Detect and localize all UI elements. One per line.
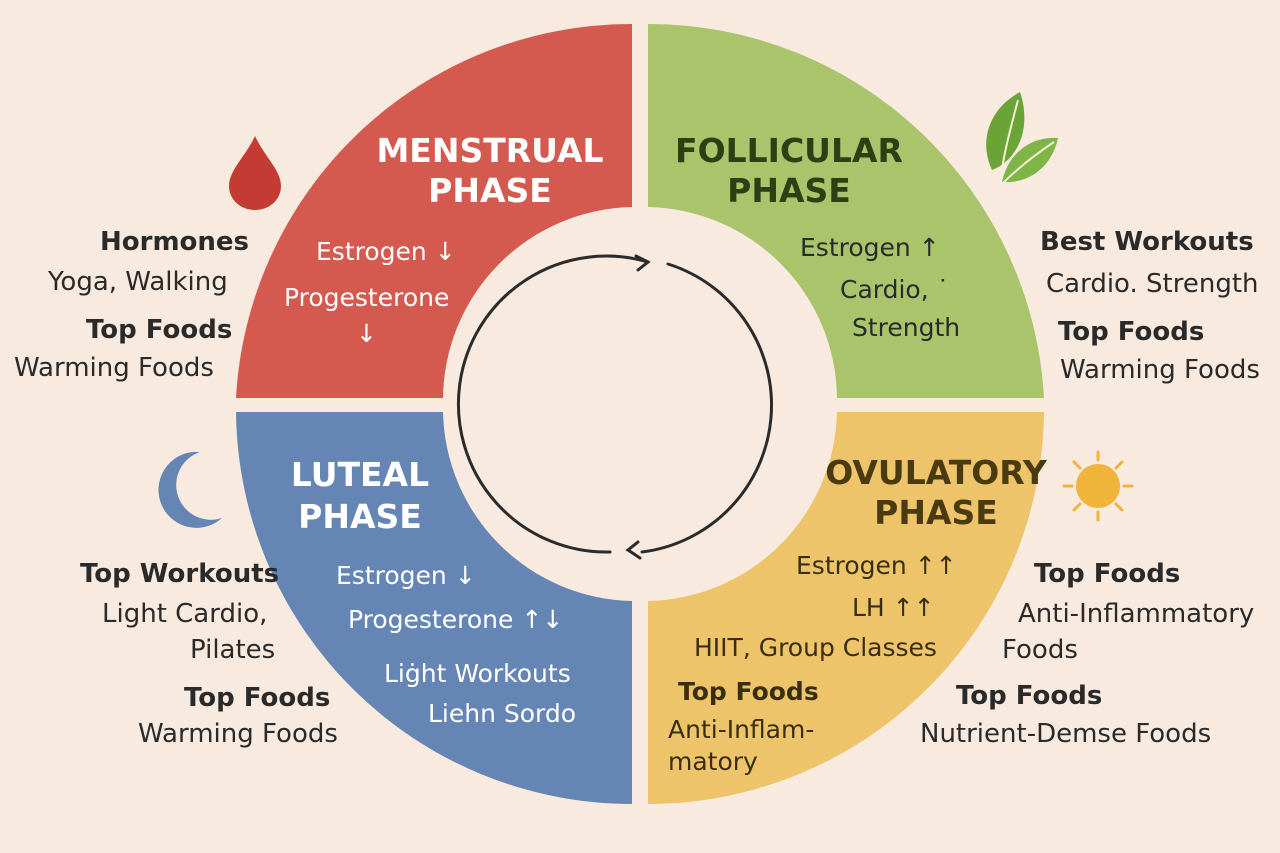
svg-text:Liehn Sordo: Liehn Sordo [428, 699, 576, 728]
ovulatory-side-foods-line1: Anti-Inflammatory [1018, 599, 1255, 629]
svg-text:PHASE: PHASE [298, 497, 422, 536]
svg-text:Estrogen ↑↑: Estrogen ↑↑ [796, 551, 957, 580]
follicular-side-heading-foods: Top Foods [1058, 317, 1205, 347]
luteal-side-workouts-line2: Pilates [190, 635, 276, 665]
svg-text:MENSTRUAL: MENSTRUAL [376, 131, 603, 170]
menstrual-side-heading-foods: Top Foods [86, 315, 233, 345]
leaf-icon [986, 92, 1058, 187]
svg-text:Cardio, ˙: Cardio, ˙ [840, 275, 949, 304]
menstrual-inner-text: Estrogen ↓ Progesterone ↓ [284, 237, 456, 348]
follicular-quadrant [648, 23, 1044, 399]
follicular-side-workouts: Cardio. Strength [1046, 269, 1259, 299]
ovulatory-inner-text: Estrogen ↑↑ LH ↑↑ HIIT, Group Classes To… [668, 551, 957, 776]
luteal-quadrant [236, 412, 632, 804]
ovulatory-side-heading-foods-2: Top Foods [956, 681, 1103, 711]
svg-text:PHASE: PHASE [727, 171, 851, 210]
ovulatory-side-heading-foods: Top Foods [1034, 559, 1181, 589]
blood-drop-icon [229, 136, 281, 210]
follicular-side-heading-workouts: Best Workouts [1040, 227, 1254, 257]
svg-text:Strength: Strength [852, 313, 960, 342]
svg-text:matory: matory [668, 747, 758, 776]
svg-text:Estrogen ↓: Estrogen ↓ [336, 561, 476, 590]
luteal-side-workouts-line1: Light Cardio, [102, 599, 268, 629]
luteal-inner-text: Estrogen ↓ Progesterone ↑↓ Liġht Workout… [336, 561, 576, 728]
cycle-arrows-icon [456, 254, 773, 560]
luteal-side-heading-workouts: Top Workouts [80, 559, 280, 589]
menstrual-side-workouts: Yoga, Walking [48, 267, 228, 297]
menstrual-quadrant [236, 23, 632, 398]
menstrual-side-foods: Warming Foods [14, 353, 214, 383]
svg-text:LUTEAL: LUTEAL [291, 455, 429, 494]
luteal-side-foods: Warming Foods [138, 719, 338, 749]
sun-icon [1062, 450, 1134, 522]
svg-text:Progesterone: Progesterone [284, 283, 449, 312]
svg-text:HIIT, Group Classes: HIIT, Group Classes [694, 633, 937, 662]
menstrual-side-heading-hormones: Hormones [100, 227, 250, 257]
svg-text:PHASE: PHASE [874, 493, 998, 532]
svg-text:Progesterone ↑↓: Progesterone ↑↓ [348, 605, 563, 634]
follicular-title: FOLLICULAR PHASE [675, 131, 903, 210]
follicular-side-foods: Warming Foods [1060, 355, 1260, 385]
follicular-inner-text: Estrogen ↑ Cardio, ˙ Strength [800, 233, 960, 342]
svg-text:FOLLICULAR: FOLLICULAR [675, 131, 903, 170]
svg-text:Top Foods: Top Foods [678, 677, 819, 706]
svg-text:OVULATORY: OVULATORY [825, 453, 1048, 492]
luteal-side-heading-foods: Top Foods [184, 683, 331, 713]
crescent-moon-icon [158, 451, 222, 528]
svg-text:PHASE: PHASE [428, 171, 552, 210]
svg-text:Anti-Inflam-: Anti-Inflam- [668, 715, 814, 744]
ovulatory-title: OVULATORY PHASE [825, 453, 1048, 532]
ovulatory-side-foods-line2: Foods [1002, 635, 1078, 665]
svg-text:LH ↑↑: LH ↑↑ [852, 593, 935, 622]
ovulatory-quadrant [648, 412, 1044, 804]
svg-text:Estrogen ↓: Estrogen ↓ [316, 237, 456, 266]
svg-text:Liġht Workouts: Liġht Workouts [384, 659, 571, 688]
svg-text:Estrogen ↑: Estrogen ↑ [800, 233, 940, 262]
ovulatory-side-foods-2: Nutrient-Demse Foods [920, 719, 1212, 749]
luteal-title: LUTEAL PHASE [291, 455, 429, 536]
svg-text:↓: ↓ [356, 319, 377, 348]
menstrual-title: MENSTRUAL PHASE [376, 131, 603, 210]
